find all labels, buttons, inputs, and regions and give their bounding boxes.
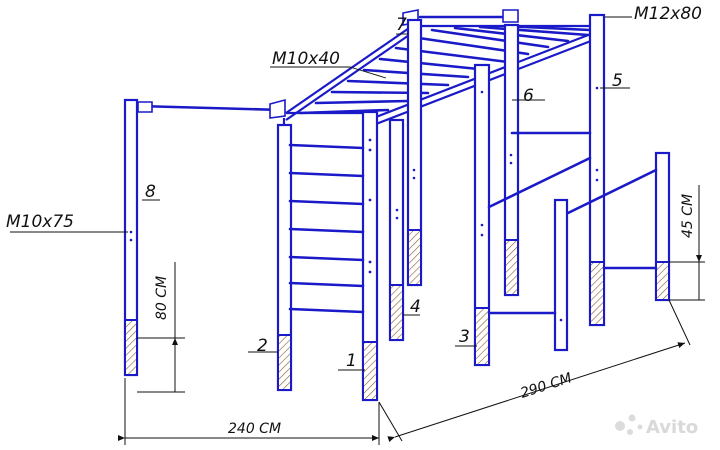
dim-label-290: 290 CM	[519, 370, 574, 402]
post-2	[276, 118, 293, 392]
parallel-bars	[487, 131, 671, 352]
label-part-8: 8	[145, 182, 156, 202]
monkey-bars	[298, 24, 592, 115]
post-3	[473, 63, 491, 367]
dim-label-80: 80 CM	[154, 276, 170, 320]
label-part-6: 6	[523, 86, 534, 106]
dim-label-240: 240 CM	[228, 421, 281, 437]
dimension-45	[669, 185, 705, 301]
post-7	[406, 18, 423, 287]
dim-label-45: 45 CM	[680, 194, 696, 238]
post-4	[388, 118, 405, 342]
dimension-80	[137, 262, 185, 393]
label-part-1: 1	[346, 351, 357, 371]
label-m10x40: M10x40	[272, 49, 340, 69]
dimension-290	[378, 299, 691, 443]
post-1	[361, 110, 379, 402]
label-part-4: 4	[410, 297, 421, 317]
post-5	[588, 13, 606, 327]
label-m12x80: M12x80	[634, 4, 702, 24]
avito-watermark: Avito	[615, 414, 698, 438]
label-part-7: 7	[396, 15, 407, 35]
post-6	[503, 23, 520, 297]
label-part-3: 3	[459, 327, 470, 347]
label-part-5: 5	[612, 71, 623, 91]
post-8	[123, 98, 286, 377]
wall-ladder	[288, 143, 365, 314]
label-part-2: 2	[257, 336, 268, 356]
watermark-text: Avito	[646, 417, 698, 438]
dimension-240	[118, 378, 380, 445]
label-m10x75: M10x75	[6, 212, 74, 232]
